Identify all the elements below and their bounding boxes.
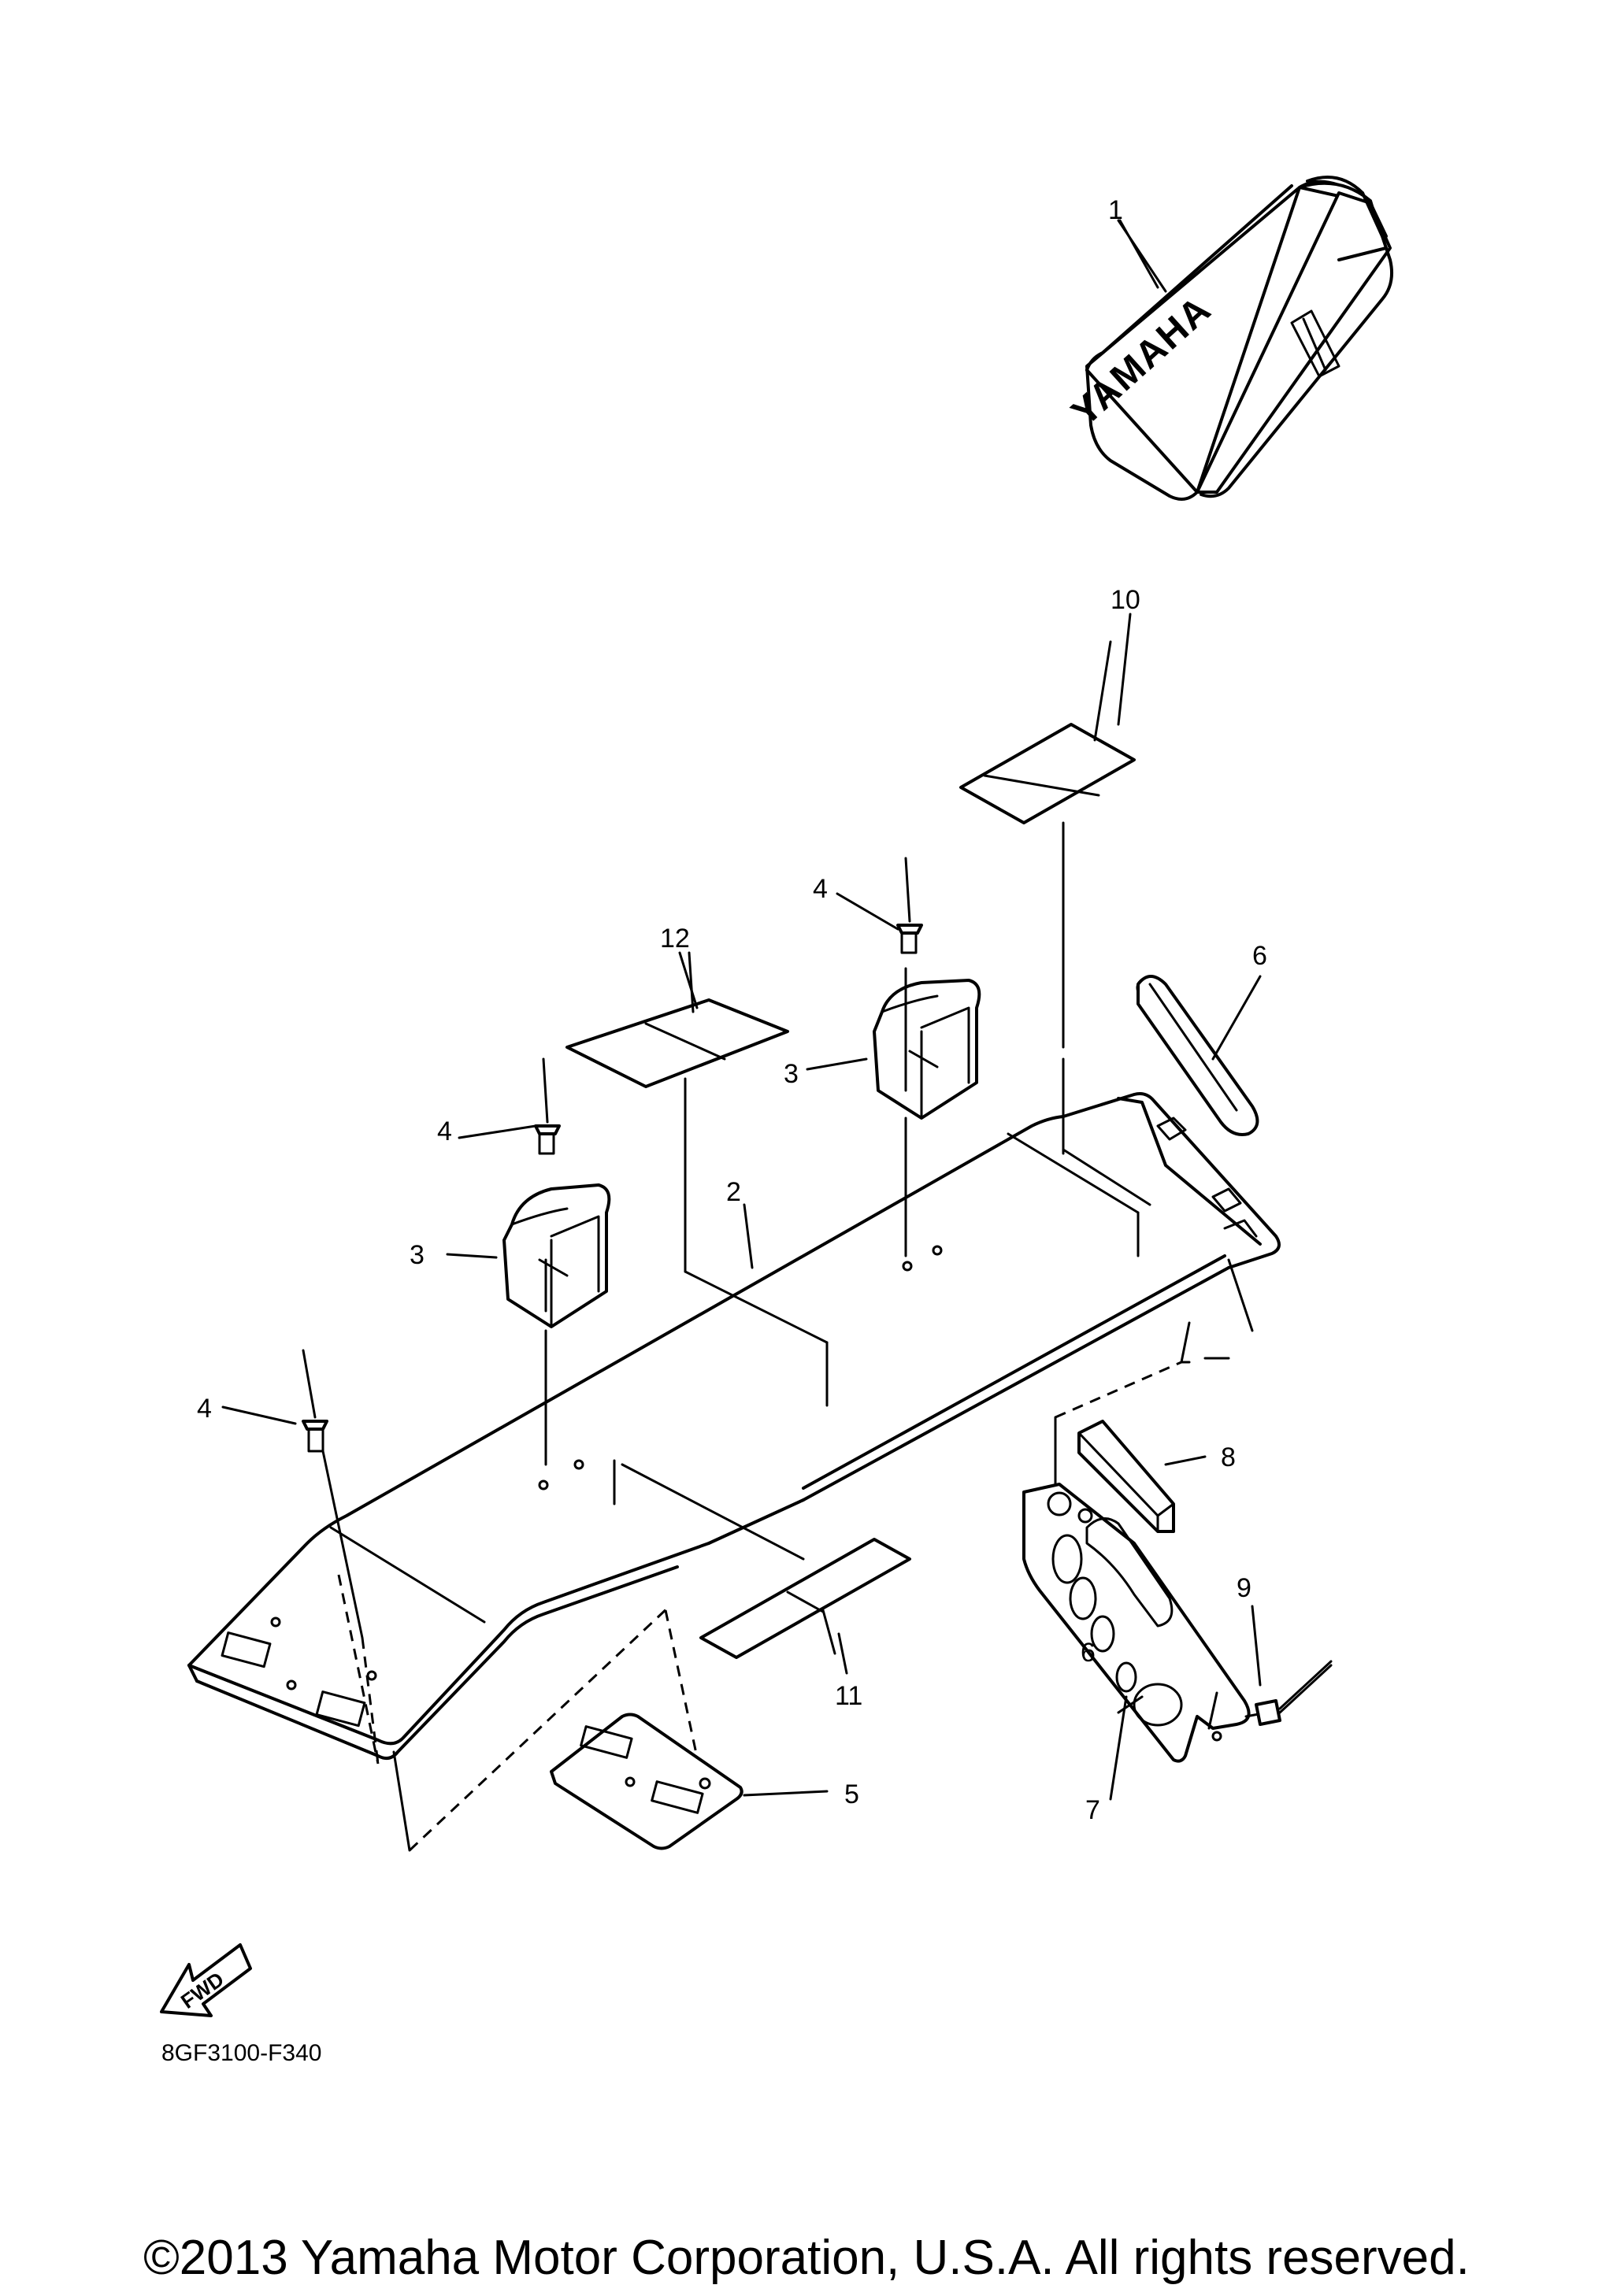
callout-4-front: 4 [197,1394,212,1424]
part-10-decal [959,640,1136,1155]
fwd-arrow-icon: FWD [160,1943,252,2017]
callout-3-right: 3 [784,1059,799,1089]
part-6-seal [1136,975,1259,1136]
callout-12: 12 [660,924,690,954]
copyright-notice: ©2013 Yamaha Motor Corporation, U.S.A. A… [143,2231,1470,2285]
part-12-decal [565,951,829,1407]
callout-4-left: 4 [437,1117,452,1146]
callout-3-left: 3 [410,1240,425,1270]
part-1-cover: YAMAHA [1064,176,1393,501]
diagram-code: 8GF3100-F340 [161,2040,321,2066]
part-11-decal [699,1538,911,1659]
callout-leaders [221,219,1262,1801]
callout-numbers: 1 2 3 3 4 4 4 5 6 6 7 8 9 10 11 12 [197,195,1267,1825]
callout-9: 9 [1237,1573,1251,1603]
callout-2: 2 [726,1177,741,1207]
callout-6-top: 6 [1252,941,1267,971]
part-2-tray [187,1092,1281,1852]
callout-10: 10 [1111,585,1140,615]
part-7-gasket [1022,1321,1251,1763]
callout-4-right: 4 [813,874,828,904]
callout-11: 11 [835,1681,862,1711]
part-4c-rivet [302,1349,380,1765]
part-8-block [1077,1420,1175,1533]
part-3a-bracket [502,1183,611,1466]
callout-6-bottom: 6 [1081,1638,1096,1668]
part-5-plate [550,1713,743,1850]
callout-7: 7 [1085,1795,1100,1825]
callout-8: 8 [1221,1442,1236,1472]
part-9-rivet [1244,1660,1333,1726]
callout-1: 1 [1108,195,1123,225]
part-4a-rivet [534,1057,561,1155]
part-3b-bracket [873,967,981,1257]
part-4b-rivet [896,857,923,954]
callout-5: 5 [844,1779,859,1809]
